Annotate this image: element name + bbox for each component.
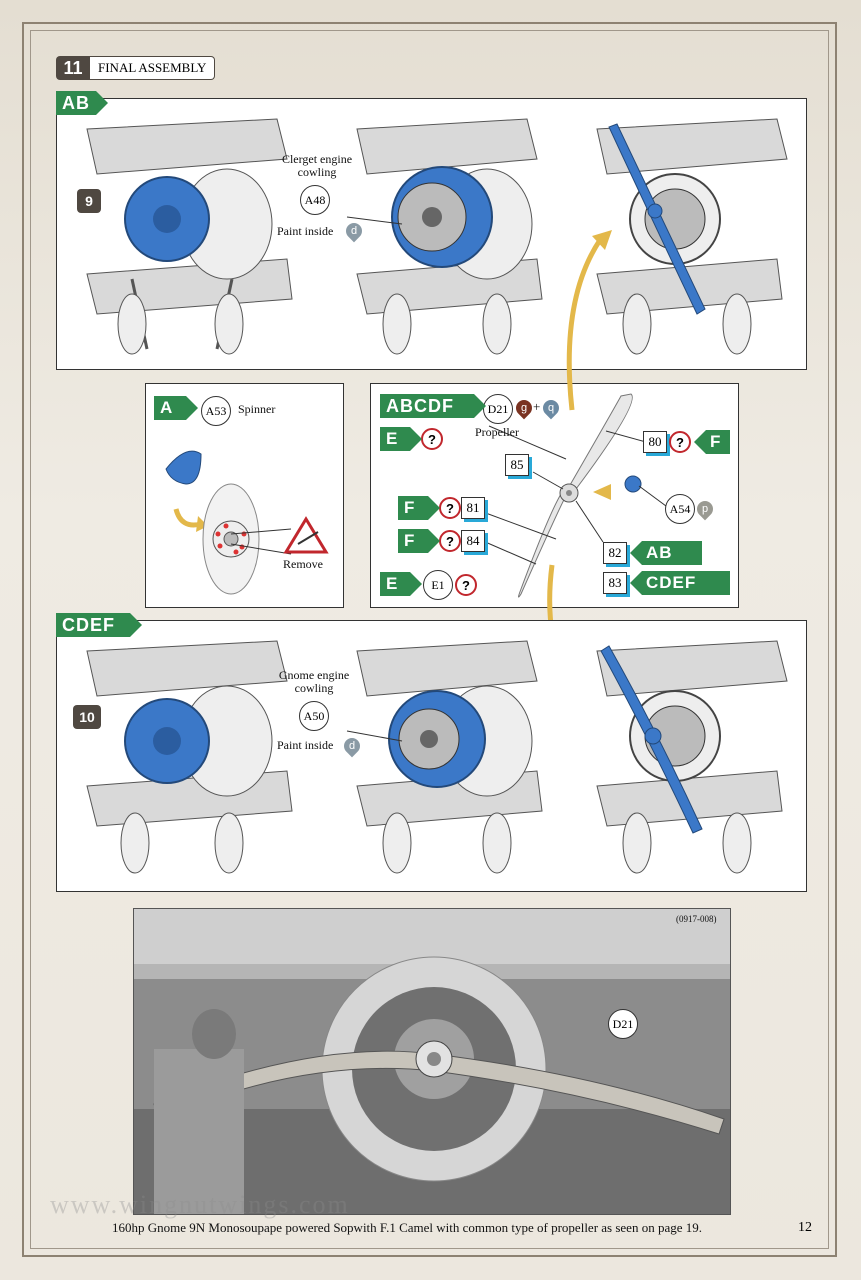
photo-reference-number: (0917-008)	[676, 914, 717, 924]
part-box-85: 85	[505, 454, 529, 476]
cdef-view-propeller	[596, 640, 788, 874]
website-watermark: www.wingnutwings.com	[50, 1190, 350, 1219]
tag-abcdf: ABCDF	[380, 394, 486, 418]
propeller-illustration	[482, 393, 667, 598]
ab-view-cowling	[346, 118, 543, 355]
tag-ab-82: AB	[630, 541, 702, 565]
step-title: FINAL ASSEMBLY	[90, 56, 216, 80]
question-icon: ?	[455, 574, 477, 596]
ab-step-reference: 9	[77, 189, 101, 213]
spinner-illustration	[165, 450, 329, 595]
step-number: 11	[56, 56, 90, 80]
question-icon: ?	[421, 428, 443, 450]
reference-photo: (0917-008) D21	[133, 908, 731, 1215]
ab-cowling-part-callout: A48	[300, 185, 330, 215]
photo-part-callout: D21	[608, 1009, 638, 1039]
tag-cdef: CDEF	[56, 613, 142, 637]
question-icon: ?	[439, 497, 461, 519]
cdef-paint-label: Paint inside	[277, 738, 334, 752]
cdef-cowling-label: Gnome engine cowling	[278, 668, 350, 695]
question-icon: ?	[669, 431, 691, 453]
panel-cdef: 10 Gnome engine cowling A50 Paint inside…	[56, 620, 807, 892]
cdef-view-cowling	[346, 640, 543, 874]
tag-cdef-83: CDEF	[630, 571, 730, 595]
panel-ab: 9 Clerget engine cowling A48 Paint insid…	[56, 98, 807, 370]
ab-view-engine	[86, 118, 293, 355]
part-box-81: 81	[461, 497, 485, 519]
propeller-part-callout: D21	[483, 394, 513, 424]
part-callout-e1: E1	[423, 570, 453, 600]
part-box-83: 83	[603, 572, 627, 594]
photo-image	[134, 909, 730, 1214]
ab-cowling-label: Clerget engine cowling	[281, 152, 353, 179]
panel-spinner: A53 Spinner Remove	[145, 383, 344, 608]
step-header: 11 FINAL ASSEMBLY	[56, 56, 216, 80]
part-box-84: 84	[461, 530, 485, 552]
photo-caption: 160hp Gnome 9N Monosoupape powered Sopwi…	[112, 1220, 702, 1235]
part-box-82: 82	[603, 542, 627, 564]
page-border-inner	[30, 30, 829, 1249]
cdef-illustrations	[86, 640, 788, 874]
ab-view-propeller	[596, 118, 788, 355]
part-box-80: 80	[643, 431, 667, 453]
ab-paint-label: Paint inside	[277, 224, 334, 238]
cdef-step-reference: 10	[73, 705, 101, 729]
tag-ab: AB	[56, 91, 108, 115]
spinner-label: Spinner	[238, 402, 276, 416]
plus-sign: +	[533, 399, 541, 414]
page-number: 12	[798, 1220, 812, 1235]
ab-illustrations	[86, 118, 788, 355]
cdef-cowling-part-callout: A50	[299, 701, 329, 731]
propeller-label: Propeller	[475, 425, 519, 439]
part-callout-a54: A54	[665, 494, 695, 524]
cdef-view-engine	[86, 640, 293, 874]
remove-label: Remove	[283, 557, 323, 571]
question-icon: ?	[439, 530, 461, 552]
spinner-part-callout: A53	[201, 396, 231, 426]
page-border	[22, 22, 837, 1257]
